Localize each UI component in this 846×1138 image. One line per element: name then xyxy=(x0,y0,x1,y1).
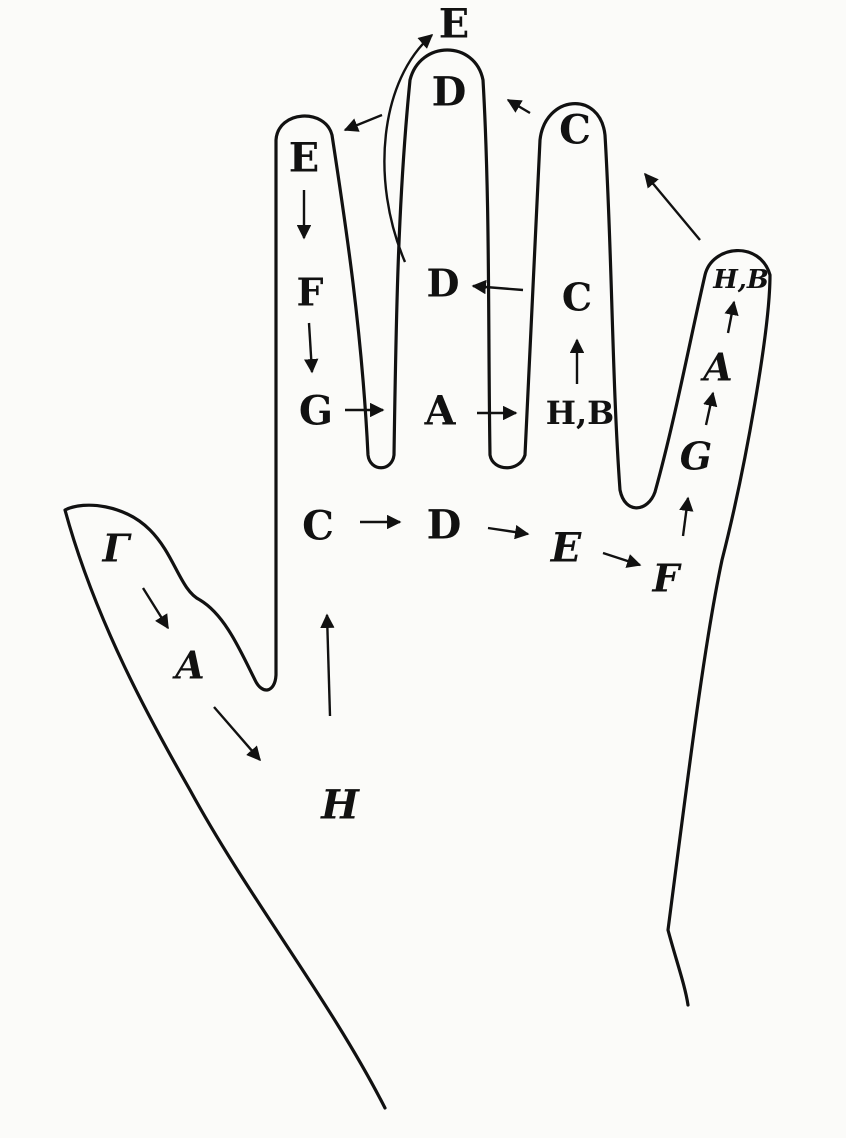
note-labels: Γ A H C D E F G A H,B H,B C C A D D E E … xyxy=(102,1,769,829)
arrow-d-to-e-curve xyxy=(384,35,432,262)
note-pinky-a: A xyxy=(700,345,732,390)
note-row-f: F xyxy=(652,556,683,601)
note-ring-hb: H,B xyxy=(546,394,614,432)
arrow-middle-index-top xyxy=(345,115,382,130)
note-gamma: Γ xyxy=(102,526,133,571)
note-row-d: D xyxy=(427,502,462,549)
note-index-f: F xyxy=(297,270,324,315)
arrow-d-e xyxy=(488,528,528,534)
note-ring-c-mid: C xyxy=(562,275,592,320)
arrow-gamma-a xyxy=(143,588,168,628)
note-row-e: E xyxy=(550,525,582,572)
note-middle-d-mid: D xyxy=(427,261,460,306)
note-top-e: E xyxy=(439,1,470,48)
note-middle-d-top: D xyxy=(432,69,467,116)
arrow-g-a xyxy=(706,393,713,425)
note-thumb-a: A xyxy=(172,643,204,688)
note-thumb-h: H xyxy=(320,782,360,829)
arrow-ring-middle-top xyxy=(508,100,530,113)
note-ring-c-top: C xyxy=(559,107,591,154)
note-pinky-g: G xyxy=(680,434,712,479)
arrow-a-hb xyxy=(728,302,734,333)
arrow-c-d-mid xyxy=(473,286,523,290)
note-row-c: C xyxy=(302,503,334,550)
note-pinky-hb: H,B xyxy=(712,265,769,295)
arrow-e-f xyxy=(603,553,640,565)
arrow-f-g xyxy=(683,498,688,536)
arrow-a-h xyxy=(214,707,260,760)
note-middle-a: A xyxy=(423,388,456,435)
arrow-f-g-index xyxy=(309,323,312,372)
arrow-h-c xyxy=(327,615,330,716)
note-index-e: E xyxy=(289,135,320,182)
arrow-pinky-ring xyxy=(645,174,700,240)
note-index-g: G xyxy=(299,388,333,435)
